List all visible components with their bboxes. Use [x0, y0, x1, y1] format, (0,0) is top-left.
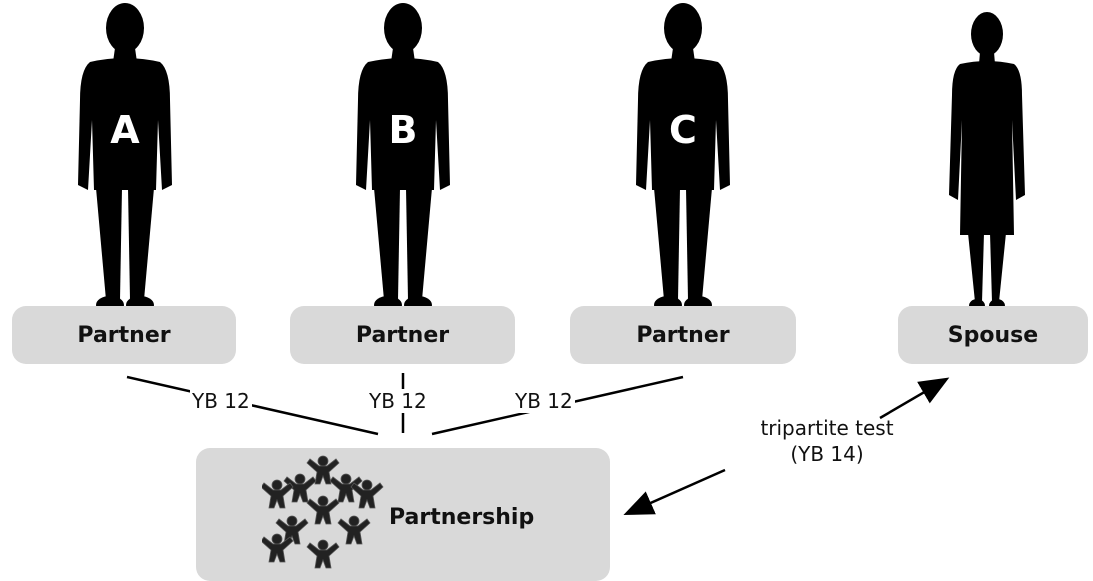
partner-c-silhouette	[636, 3, 730, 314]
edge-label-partner-a: YB 12	[190, 389, 252, 413]
partner-b-letter: B	[388, 108, 418, 152]
tripartite-label: tripartite test (YB 14)	[722, 415, 932, 467]
partner-a-label-box: Partner	[12, 306, 236, 364]
tripartite-line-1: tripartite test	[760, 416, 894, 440]
partner-c-letter: C	[669, 108, 697, 152]
partnership-label: Partnership	[389, 505, 535, 530]
spouse-label-box: Spouse	[898, 306, 1088, 364]
edge-label-partner-c: YB 12	[513, 389, 575, 413]
people-group-icon	[262, 455, 384, 569]
partner-a-letter: A	[110, 108, 140, 152]
partner-b-silhouette	[356, 3, 450, 314]
partner-a-role: Partner	[77, 322, 171, 348]
partnership-box	[196, 448, 610, 581]
partner-b-role: Partner	[355, 322, 450, 348]
partner-c-label-box: Partner	[570, 306, 796, 364]
spouse-role: Spouse	[947, 322, 1039, 348]
tripartite-line-2: (YB 14)	[790, 442, 864, 466]
arrow-to-spouse	[879, 377, 950, 420]
edge-label-partner-b: YB 12	[367, 389, 429, 413]
partner-c-role: Partner	[636, 322, 730, 348]
partner-a-silhouette	[78, 3, 172, 314]
partner-b-label-box: Partner	[290, 306, 515, 364]
line-partner-a-to-partnership	[126, 375, 379, 436]
spouse-silhouette	[949, 12, 1025, 313]
arrow-to-partnership	[623, 468, 726, 516]
